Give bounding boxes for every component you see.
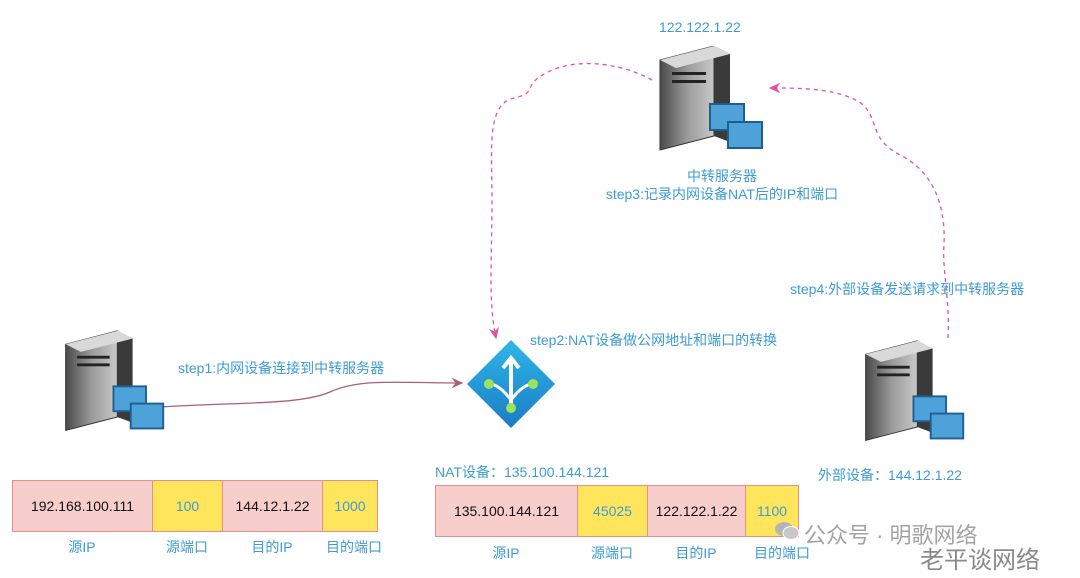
external-device-icon [865,340,965,441]
external-device-label: 外部设备：144.12.1.22 [818,467,962,483]
nat-header-dst-ip: 目的IP [675,545,717,561]
nat-cell-src-port: 45025 [578,486,648,536]
relay-server-ip: 122.122.1.22 [659,19,741,35]
wechat-icon [775,522,800,540]
packet-cell-dst-port: 1000 [323,481,377,531]
nat-packet-table: 135.100.144.121 45025 122.122.1.22 1100 [435,485,799,537]
internal-device-icon [65,330,165,431]
watermark-line1: 公众号 · 明歌网络 [804,523,978,548]
packet-header-src-port: 源端口 [166,539,208,555]
packet-header-src-ip: 源IP [68,539,96,555]
step4-dashed-arrow [768,82,949,339]
packet-header-dst-ip: 目的IP [251,539,293,555]
nat-header-src-ip: 源IP [492,545,520,561]
nat-header-dst-port: 目的端口 [754,545,810,561]
internal-packet-table: 192.168.100.111 100 144.12.1.22 1000 [12,480,378,532]
nat-header-src-port: 源端口 [591,545,633,561]
relay-server-icon [659,46,763,151]
packet-cell-dst-ip: 144.12.1.22 [223,481,323,531]
nat-router-icon [467,340,555,428]
packet-cell-src-port: 100 [153,481,223,531]
step2-label: step2:NAT设备做公网地址和端口的转换 [530,332,778,348]
step3-label: step3:记录内网设备NAT后的IP和端口 [605,186,839,202]
nat-cell-dst-ip: 122.122.1.22 [648,486,746,536]
relay-server-name: 中转服务器 [687,168,757,184]
step4-label: step4:外部设备发送请求到中转服务器 [790,281,1025,297]
watermark-line2: 老平谈网络 [920,547,1040,574]
step2-3-dashed-arrow [488,63,653,340]
step1-label: step1:内网设备连接到中转服务器 [178,360,385,376]
nat-device-label: NAT设备：135.100.144.121 [435,464,610,480]
step1-arrow [159,377,464,408]
nat-cell-src-ip: 135.100.144.121 [436,486,578,536]
packet-cell-src-ip: 192.168.100.111 [13,481,153,531]
packet-header-dst-port: 目的端口 [326,539,382,555]
